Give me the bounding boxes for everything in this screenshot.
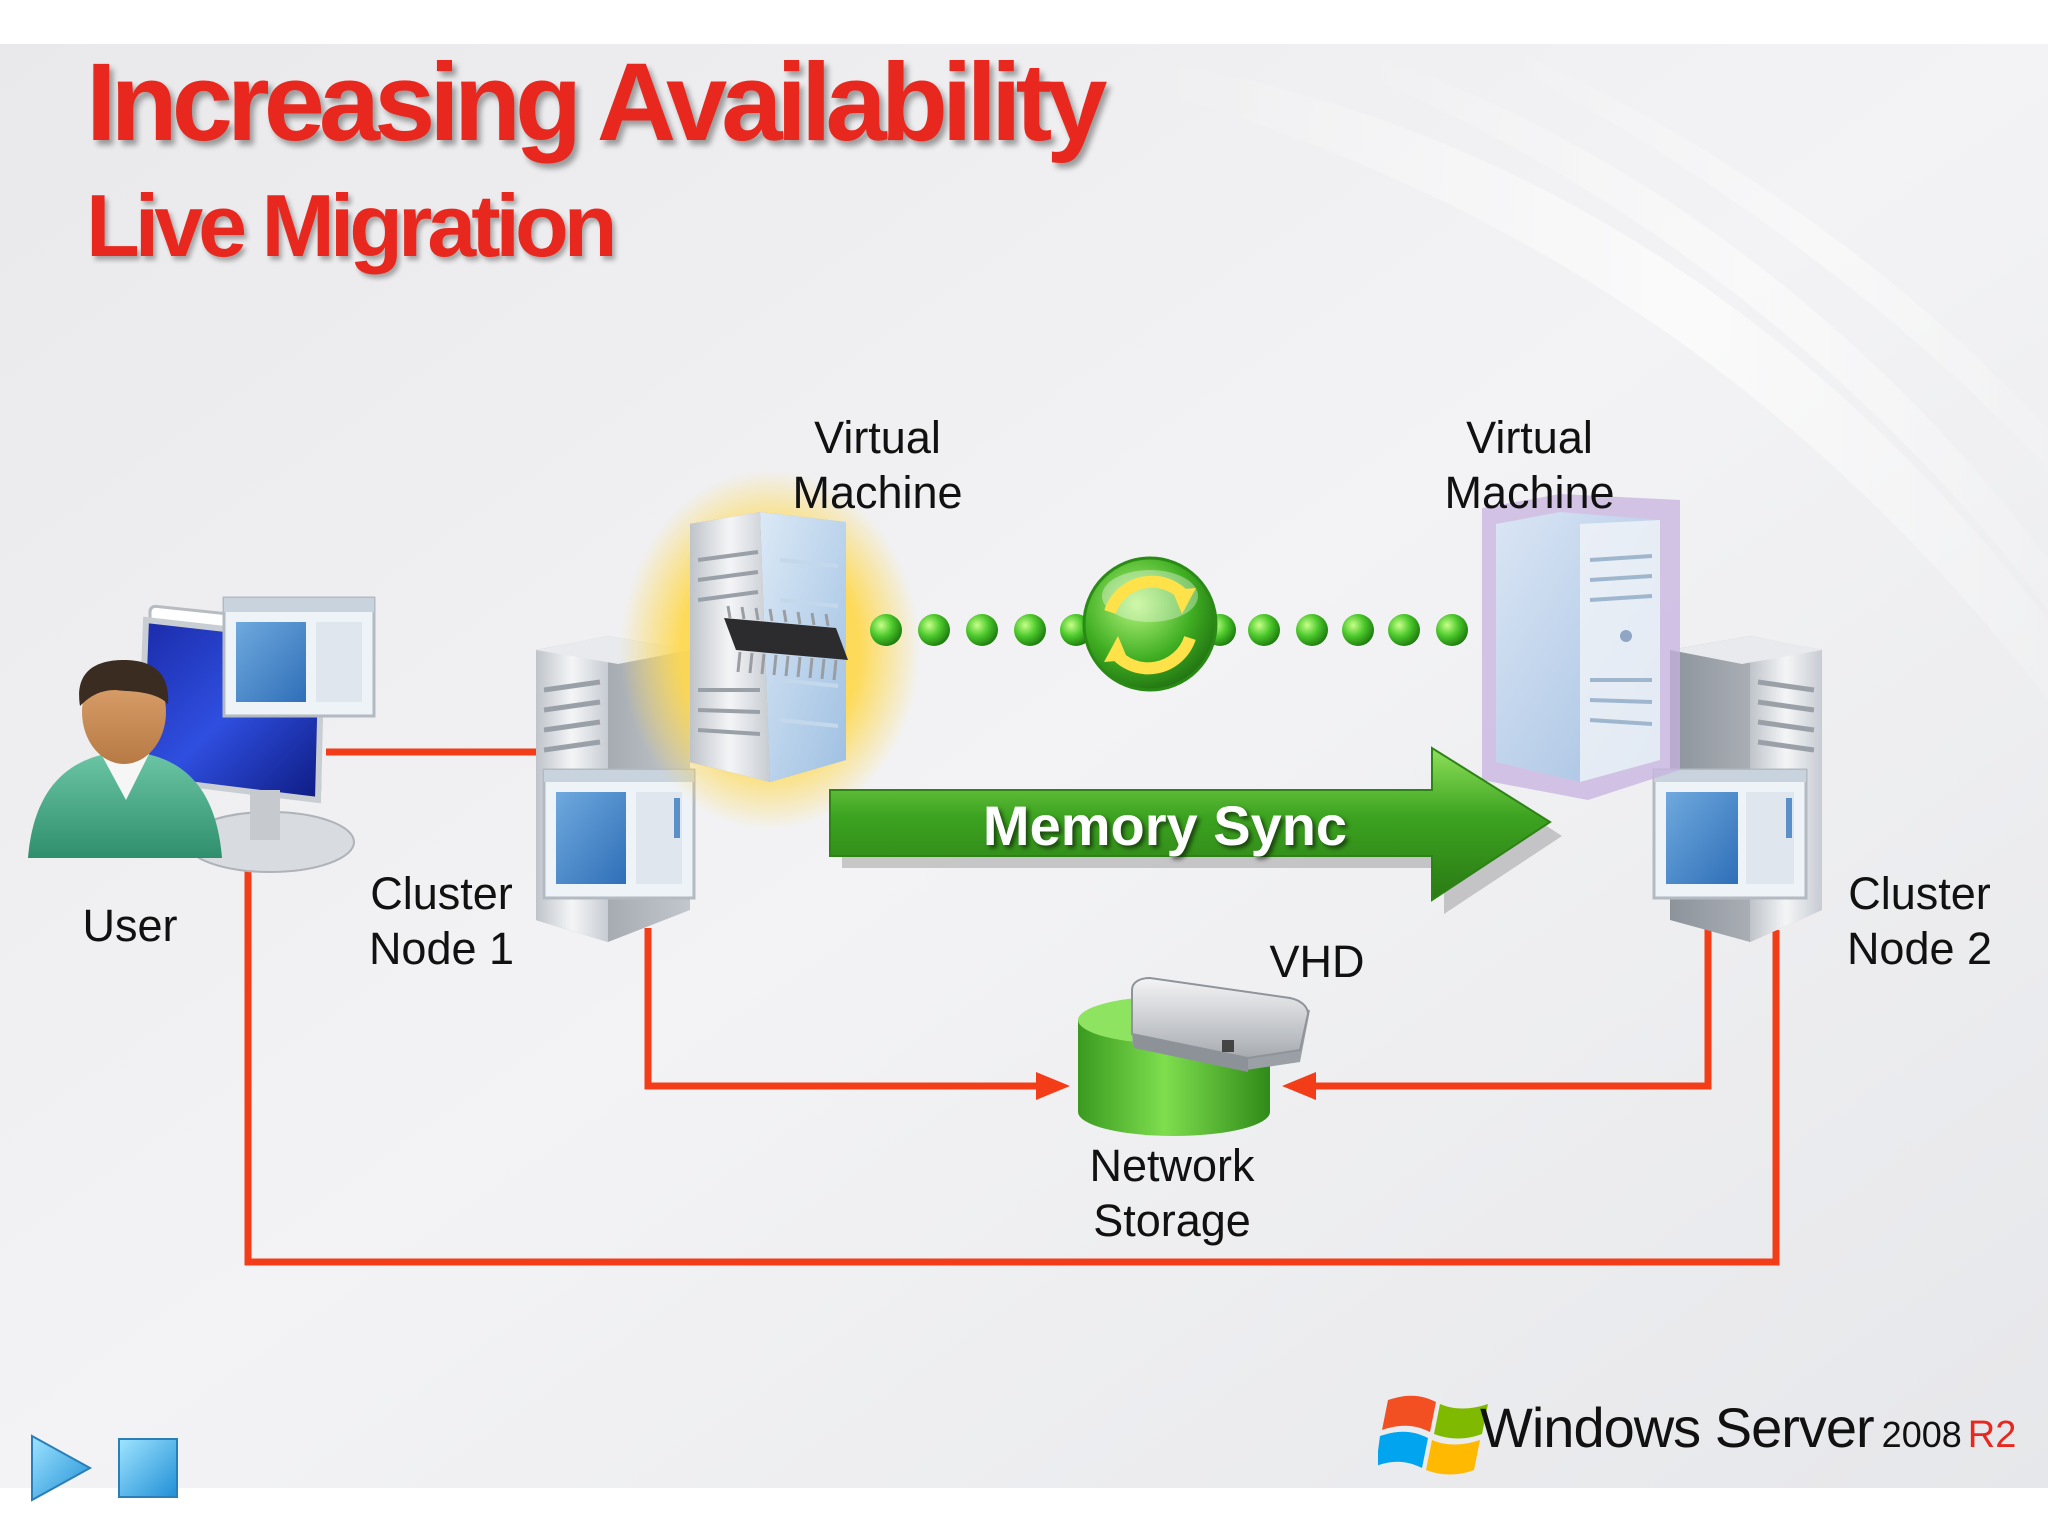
- connector-node1-to-storage: [644, 928, 1040, 1090]
- cluster-node-1-server-icon: [536, 636, 696, 942]
- label-virtual-machine-source: Virtual Machine: [770, 410, 985, 520]
- label-vm-source-line2: Machine: [792, 467, 963, 518]
- label-network-storage-line1: Network: [1089, 1140, 1255, 1191]
- label-vm-target-line1: Virtual: [1466, 412, 1593, 463]
- memory-sync-arrow: [829, 746, 1562, 914]
- label-vm-target-line2: Machine: [1444, 467, 1615, 518]
- brand-name: Windows Server: [1480, 1396, 1875, 1459]
- virtual-machine-target-icon: [1482, 494, 1680, 800]
- label-cluster-node-1-line1: Cluster: [370, 868, 513, 919]
- label-cluster-node-1-line2: Node 1: [368, 923, 515, 974]
- play-icon[interactable]: [28, 1432, 94, 1504]
- network-connectors: [244, 748, 1780, 1266]
- label-cluster-node-2-line1: Cluster: [1848, 868, 1991, 919]
- memory-chip-icon: [724, 605, 848, 681]
- label-network-storage: Network Storage: [1062, 1138, 1282, 1248]
- label-cluster-node-2: Cluster Node 2: [1832, 866, 2007, 976]
- arrowhead-node2-storage: [1282, 1072, 1316, 1100]
- label-user: User: [82, 900, 178, 951]
- connector-node2-to-storage: [1310, 920, 1712, 1090]
- label-cluster-node-1: Cluster Node 1: [354, 866, 529, 976]
- label-virtual-machine-target: Virtual Machine: [1422, 410, 1637, 520]
- hard-drive-icon: [1131, 976, 1310, 1072]
- slide-title: Increasing Availability: [86, 41, 1107, 164]
- label-cluster-node-2-line2: Node 2: [1846, 923, 1993, 974]
- brand-edition: R2: [1967, 1414, 2017, 1456]
- slide-subtitle: Live Migration: [86, 176, 617, 275]
- connector-user-to-node2: [244, 850, 1780, 1266]
- user-with-monitor-icon: [28, 596, 376, 873]
- label-network-storage-line2: Storage: [1093, 1195, 1251, 1246]
- label-vm-source-line1: Virtual: [814, 412, 941, 463]
- label-vhd: VHD: [1269, 936, 1365, 987]
- sync-icon: [1082, 556, 1218, 692]
- stop-icon[interactable]: [116, 1436, 180, 1500]
- cluster-node-2-server-icon: [1652, 636, 1822, 942]
- brand-version: 2008: [1881, 1414, 1962, 1455]
- label-memory-sync: Memory Sync: [982, 794, 1348, 857]
- sync-dots-right: [1204, 614, 1468, 646]
- arrowhead-node1-storage: [1036, 1072, 1070, 1100]
- windows-flag-icon: [1378, 1395, 1488, 1475]
